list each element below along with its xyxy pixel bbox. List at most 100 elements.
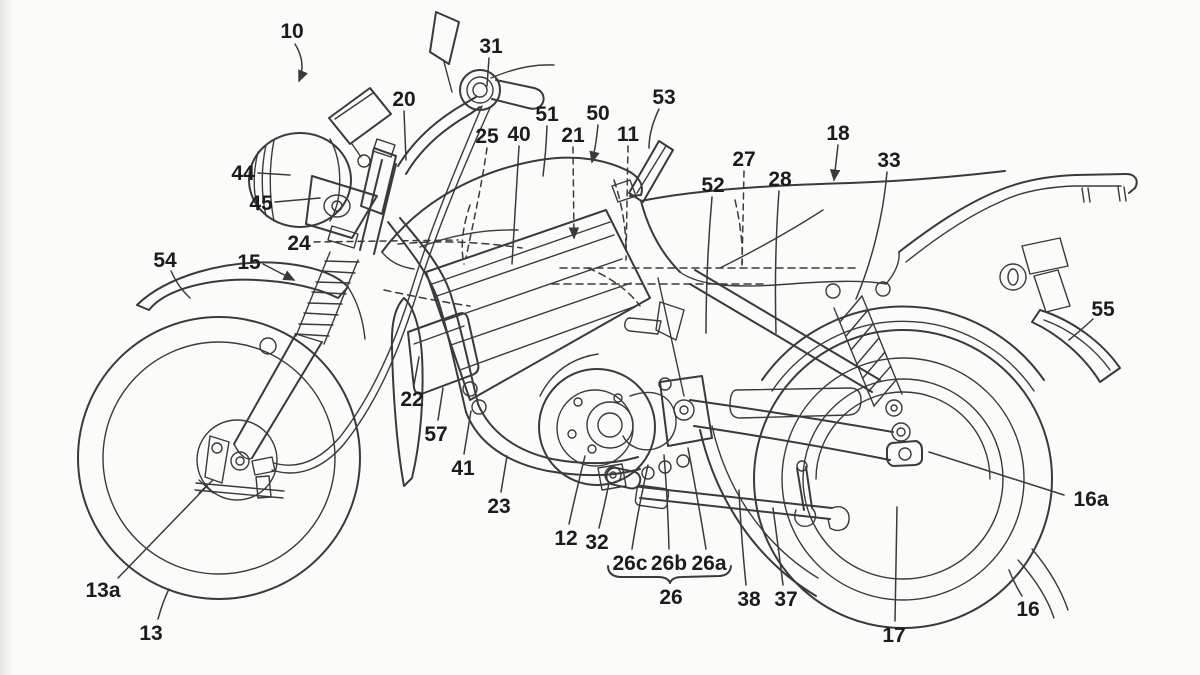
ref-label-13a: 13a — [85, 579, 120, 602]
leader-line-27 — [741, 170, 745, 267]
leader-line-13a — [117, 486, 207, 579]
ref-label-13: 13 — [139, 622, 162, 645]
leader-line-13 — [157, 588, 170, 620]
ref-label-53: 53 — [652, 86, 675, 109]
undercarriage-controls — [597, 454, 850, 532]
ref-label-12: 12 — [554, 527, 577, 550]
ref-label-55: 55 — [1091, 298, 1115, 321]
leader-line-57 — [437, 387, 444, 421]
fuel-tank-cover — [381, 156, 643, 270]
leader-line-51 — [542, 125, 548, 177]
ref-label-16: 16 — [1016, 598, 1039, 621]
ref-label-26b: 26b — [651, 552, 687, 575]
steering-head — [328, 87, 397, 215]
leader-line-40 — [511, 145, 520, 265]
leader-line-28 — [774, 190, 780, 334]
ref-label-57: 57 — [424, 423, 447, 446]
handlebar — [397, 11, 555, 175]
leader-line-33 — [855, 171, 888, 300]
ref-label-10: 10 — [280, 20, 303, 43]
leader-line-23 — [500, 455, 508, 493]
ref-label-20: 20 — [392, 88, 415, 111]
brake-cable — [271, 105, 491, 474]
leader-line-50 — [589, 124, 600, 164]
leader-line-11 — [625, 145, 629, 261]
ref-label-37: 37 — [774, 588, 797, 611]
ref-label-27: 27 — [732, 148, 755, 171]
ref-label-25: 25 — [475, 125, 499, 148]
leader-line-16 — [1008, 569, 1023, 597]
leader-line-37 — [772, 507, 784, 586]
ref-label-40: 40 — [507, 123, 530, 146]
ref-label-52: 52 — [701, 174, 724, 197]
leader-line-26c — [631, 464, 649, 550]
leader-line-21 — [568, 146, 580, 240]
leader-line-44 — [257, 172, 291, 176]
ref-label-38: 38 — [737, 588, 761, 611]
frame — [387, 217, 881, 477]
turn-signal — [611, 140, 674, 203]
headlight-bracket — [305, 175, 378, 239]
leader-line-18 — [829, 144, 841, 182]
ref-label-23: 23 — [487, 495, 510, 518]
ref-label-45: 45 — [249, 192, 273, 215]
ref-label-54: 54 — [153, 249, 177, 272]
mirror — [429, 11, 460, 65]
ref-label-51: 51 — [535, 103, 559, 126]
front-wheel — [77, 316, 361, 600]
ref-label-26c: 26c — [612, 552, 647, 575]
leader-line-22 — [413, 356, 420, 386]
ref-label-18: 18 — [826, 122, 850, 145]
ref-label-22: 22 — [400, 388, 423, 411]
ref-label-26a: 26a — [691, 552, 726, 575]
ref-label-31: 31 — [479, 35, 503, 58]
ref-label-21: 21 — [561, 124, 585, 147]
ref-label-15: 15 — [237, 251, 261, 274]
leader-lines — [117, 43, 1094, 622]
ref-label-50: 50 — [586, 102, 609, 125]
rear-axle — [886, 440, 923, 467]
battery-box — [407, 209, 651, 401]
ref-label-44: 44 — [231, 162, 255, 185]
leader-line-41 — [463, 410, 472, 455]
swingarm — [689, 387, 923, 467]
ref-label-24: 24 — [287, 232, 311, 255]
side-stand — [796, 466, 813, 511]
ref-label-17: 17 — [882, 624, 905, 647]
rear-rack — [898, 173, 1138, 313]
leader-line-26a — [687, 447, 707, 550]
seat — [640, 170, 1006, 287]
rear-shock — [825, 281, 903, 417]
leader-line-54 — [170, 270, 191, 299]
ref-label-26: 26 — [659, 586, 682, 609]
taillight — [1021, 237, 1069, 275]
leader-line-15 — [262, 263, 296, 281]
ref-label-33: 33 — [877, 149, 900, 172]
leader-line-12 — [568, 455, 586, 525]
leader-line-32 — [598, 482, 610, 529]
leader-line-17 — [894, 506, 898, 622]
leader-line-16a — [928, 451, 1065, 496]
leader-line-20 — [403, 110, 407, 161]
leader-line-24 — [313, 239, 459, 243]
motor — [538, 353, 677, 486]
rear-wheel — [699, 305, 1069, 629]
ref-label-32: 32 — [585, 531, 608, 554]
leader-line-26b — [663, 454, 670, 550]
leader-line-55 — [1068, 318, 1094, 341]
leader-line-52 — [705, 196, 713, 334]
headlight — [248, 132, 378, 239]
front-fender — [136, 261, 366, 355]
ref-label-28: 28 — [768, 168, 792, 191]
rear-mudguard-tip — [1031, 309, 1121, 383]
rear-fender — [761, 305, 1045, 381]
leader-line-10 — [294, 43, 308, 83]
brace-26 — [607, 565, 732, 584]
leader-line-45 — [274, 197, 321, 203]
scan-edge-shading — [0, 0, 14, 675]
leader-line-25 — [465, 147, 488, 259]
ref-label-41: 41 — [451, 457, 475, 480]
